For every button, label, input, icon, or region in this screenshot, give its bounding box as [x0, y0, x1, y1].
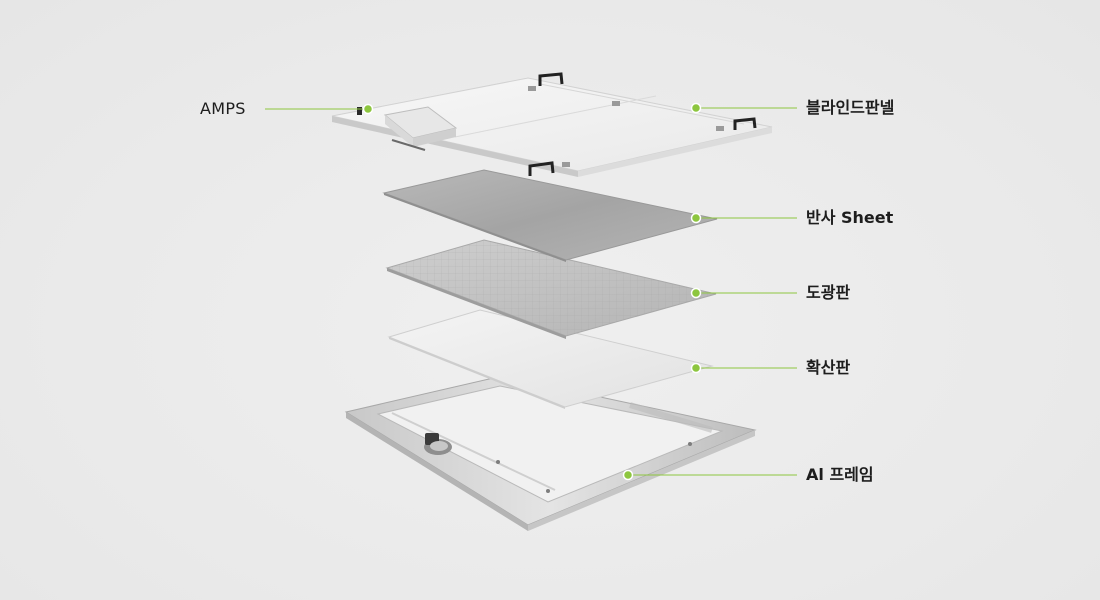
al-frame-marker-dot: [622, 469, 634, 481]
reflective-sheet-layer: [382, 169, 718, 262]
diffuser-plate-label: 확산판: [806, 358, 851, 377]
reflective-sheet-label: 반사 Sheet: [806, 208, 894, 227]
amps-marker-dot: [362, 103, 374, 115]
light-guide-plate-label: 도광판: [806, 283, 851, 302]
leader-lines: [265, 102, 797, 481]
diffuser-plate-layer: [387, 309, 714, 409]
blind-panel-label: 블라인드판넬: [806, 98, 895, 117]
blind-panel-marker-dot: [690, 102, 702, 114]
al-frame-layer: [344, 375, 757, 531]
light-guide-marker-dot: [690, 287, 702, 299]
light-guide-plate-layer: [385, 239, 717, 339]
blind-panel-layer: [331, 72, 773, 177]
amps-label: AMPS: [200, 99, 246, 118]
diffuser-marker-dot: [690, 362, 702, 374]
al-frame-label: Al 프레임: [806, 465, 874, 484]
reflective-sheet-marker-dot: [690, 212, 702, 224]
